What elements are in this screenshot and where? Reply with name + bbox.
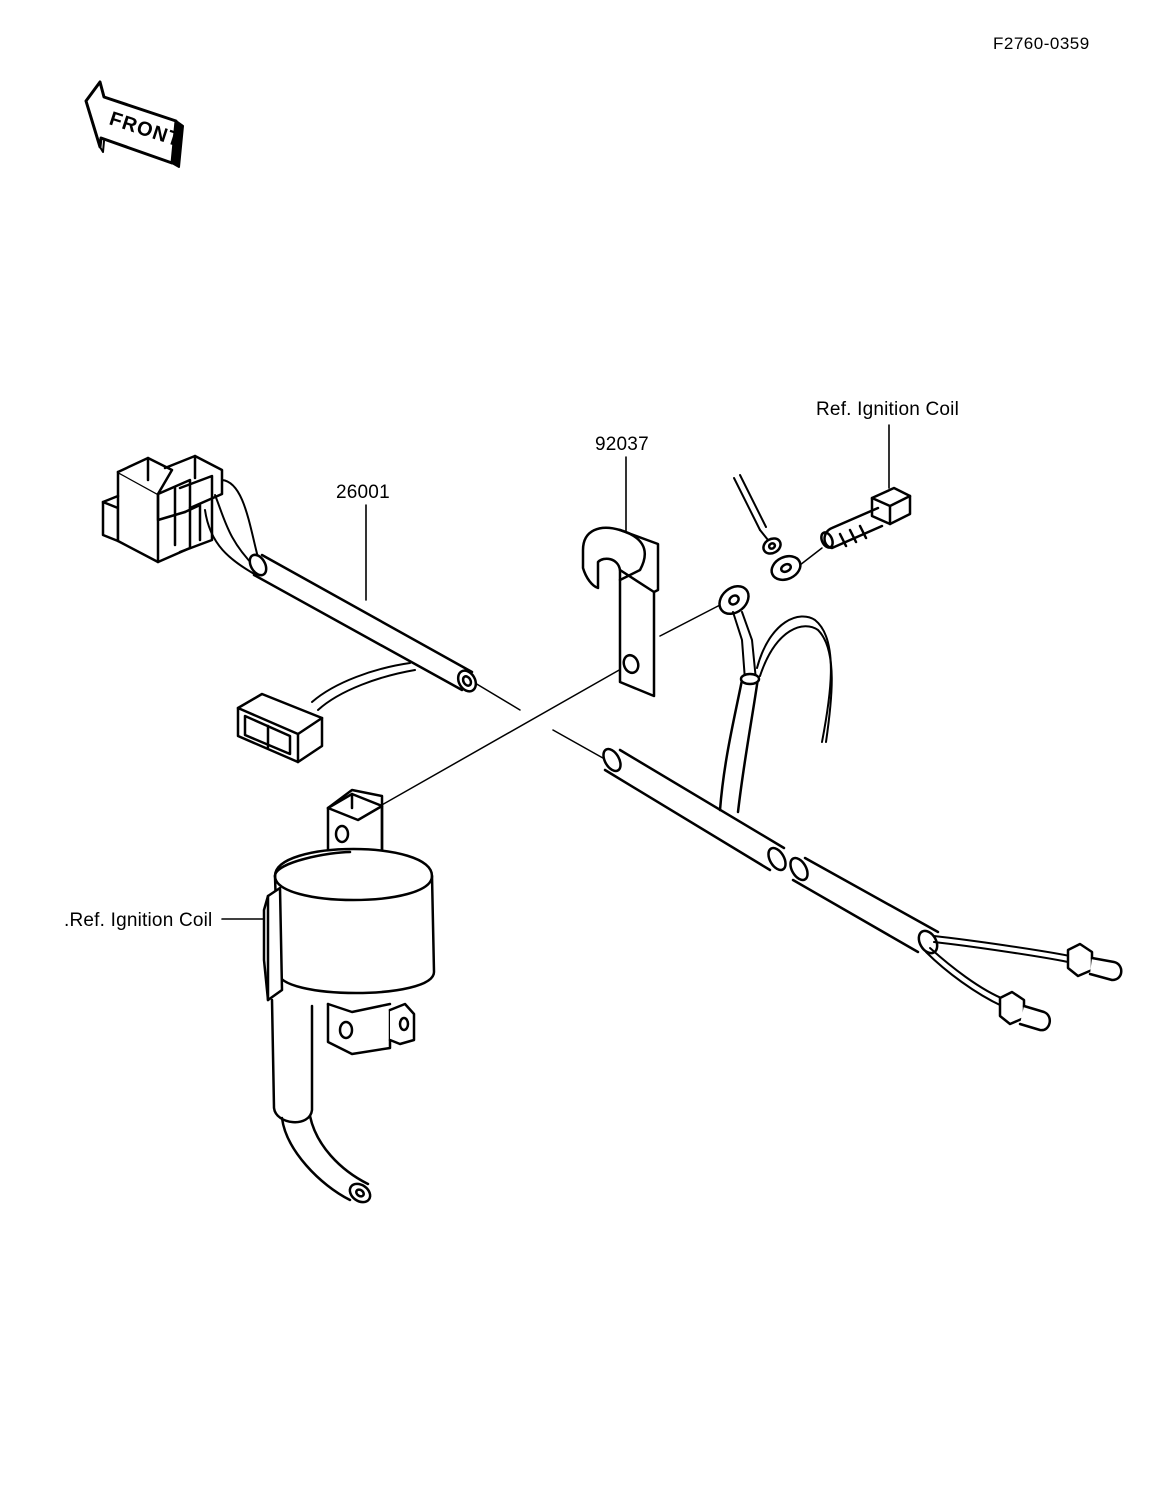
front-direction-arrow-icon: FRONT <box>86 82 184 167</box>
callout-label-ref-ignition-coil-top: Ref. Ignition Coil <box>816 399 960 420</box>
wiring-harness-26001 <box>103 456 479 762</box>
washer <box>768 552 804 585</box>
ring-terminal-wire-upper <box>734 475 783 557</box>
harness-sheath-middle <box>600 746 789 873</box>
callout-label-ref-ignition-coil-left: .Ref. Ignition Coil <box>64 910 213 931</box>
clamp-92037 <box>583 528 658 696</box>
callout-label-92037: 92037 <box>595 434 649 455</box>
assembly-center-lines <box>380 548 822 806</box>
ignition-coil <box>264 790 434 1206</box>
mounting-bolt <box>819 488 910 549</box>
ground-lead-ring-terminal <box>714 581 832 812</box>
callout-label-26001: 26001 <box>336 482 390 503</box>
leader-lines <box>222 425 889 919</box>
harness-sheath-end <box>787 855 1121 1030</box>
diagram-id: F2760-0359 <box>993 34 1090 53</box>
